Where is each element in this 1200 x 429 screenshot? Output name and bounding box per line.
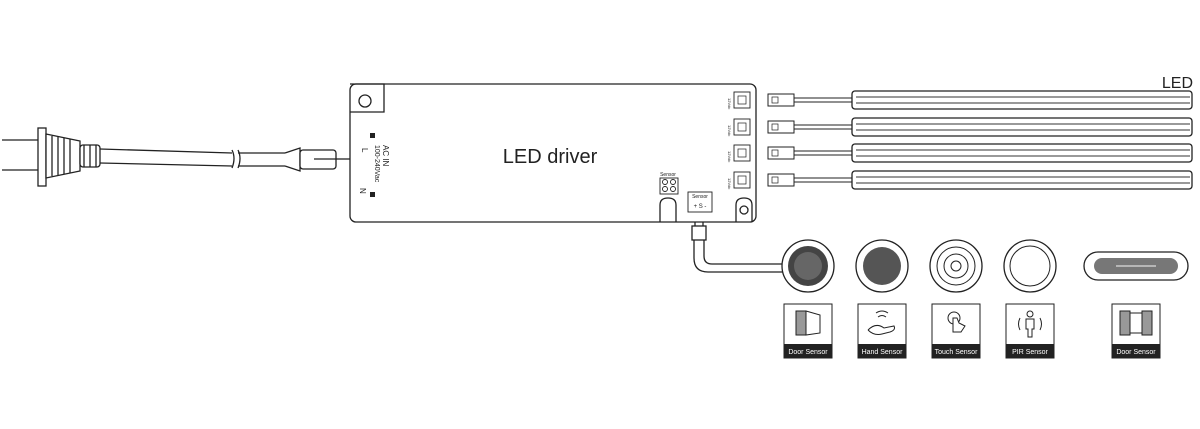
- sensor-face-dark: [863, 247, 901, 285]
- output-channel-1: 12Vdc: [727, 90, 1193, 110]
- output-ports: 12Vdc 12Vdc 12Vdc 12Vdc: [727, 90, 1193, 190]
- sensor-body: [1003, 239, 1057, 293]
- sensor-option-3: Touch Sensor: [929, 239, 983, 359]
- sensor-option-5: Door Sensor: [1083, 251, 1189, 359]
- sensor-label: Door Sensor: [1116, 349, 1156, 356]
- terminal-l-label: L: [360, 148, 369, 153]
- ac-in-rating: AC IN 100-240Vac: [373, 145, 390, 183]
- sensor-label-bar: [1006, 344, 1054, 358]
- sensor-options: Door Sensor Hand Sensor Touch Sensor PIR Se…: [781, 239, 1189, 359]
- sensor-label: Door Sensor: [788, 349, 828, 356]
- led-label: LED: [1162, 75, 1193, 92]
- sensor-label-bar: [858, 344, 906, 358]
- connector-pin: [771, 149, 779, 157]
- output-port-socket: [737, 95, 747, 105]
- output-voltage-label: 12Vdc: [727, 178, 732, 189]
- sensor-label-bar: [784, 344, 832, 358]
- sensor-body: [929, 239, 983, 293]
- output-channel-2: 12Vdc: [727, 117, 1193, 137]
- sensor-label-bar: [932, 344, 980, 358]
- output-port[interactable]: [733, 91, 751, 109]
- sensor-cable: [691, 222, 785, 273]
- sensor-selector-label: Sensor: [660, 172, 676, 178]
- sensor-label: Touch Sensor: [935, 349, 978, 356]
- output-port[interactable]: [733, 144, 751, 162]
- sensor-lens: [794, 252, 822, 280]
- ac-in-label: AC IN: [381, 145, 390, 167]
- sensor-option-4: PIR Sensor: [1003, 239, 1057, 359]
- output-voltage-label: 12Vdc: [727, 151, 732, 162]
- touch-ring: [950, 260, 962, 272]
- ac-cable: [99, 147, 350, 172]
- terminal-n-marker: [370, 192, 375, 197]
- output-port[interactable]: [733, 118, 751, 136]
- sensor-port[interactable]: Sensor + S -: [687, 191, 713, 213]
- output-channel-3: 12Vdc: [727, 143, 1193, 163]
- sensor-port-pins: + S -: [694, 204, 707, 210]
- sensor-selector-switch[interactable]: [659, 177, 679, 195]
- sensor-label-bar: [1112, 344, 1160, 358]
- led-strip: [851, 143, 1193, 163]
- sensor-option-1: Door Sensor: [781, 239, 835, 359]
- led-driver-box: [349, 83, 757, 223]
- sensor-label: PIR Sensor: [1012, 349, 1048, 356]
- output-channel-4: 12Vdc: [727, 170, 1193, 190]
- hand-wave-icon: [867, 310, 895, 335]
- output-port-socket: [737, 122, 747, 132]
- led-strip: [851, 170, 1193, 190]
- driver-title: LED driver: [503, 146, 598, 168]
- terminal-n-label: N: [358, 188, 367, 194]
- pir-lens: [1009, 245, 1051, 287]
- connector-pin: [771, 123, 779, 131]
- connector-pin: [771, 96, 779, 104]
- output-voltage-label: 12Vdc: [727, 125, 732, 136]
- sensor-port-label: Sensor: [692, 194, 708, 200]
- terminal-l-marker: [370, 133, 375, 138]
- led-strip: [851, 117, 1193, 137]
- sensor-label: Hand Sensor: [862, 349, 904, 356]
- output-port-socket: [737, 148, 747, 158]
- touch-finger-icon: [947, 311, 966, 333]
- touch-ring: [936, 246, 976, 286]
- output-port[interactable]: [733, 171, 751, 189]
- touch-ring: [943, 253, 969, 279]
- connector-pin: [771, 176, 779, 184]
- output-port-socket: [737, 175, 747, 185]
- sensor-option-2: Hand Sensor: [855, 239, 909, 359]
- door-icon: [795, 310, 821, 336]
- output-voltage-label: 12Vdc: [727, 98, 732, 109]
- voltage-range-label: 100-240Vac: [373, 145, 380, 183]
- person-motion-icon: [1018, 310, 1042, 338]
- led-strip: [851, 90, 1193, 110]
- ac-plug: [2, 127, 101, 187]
- double-door-icon: [1119, 310, 1153, 336]
